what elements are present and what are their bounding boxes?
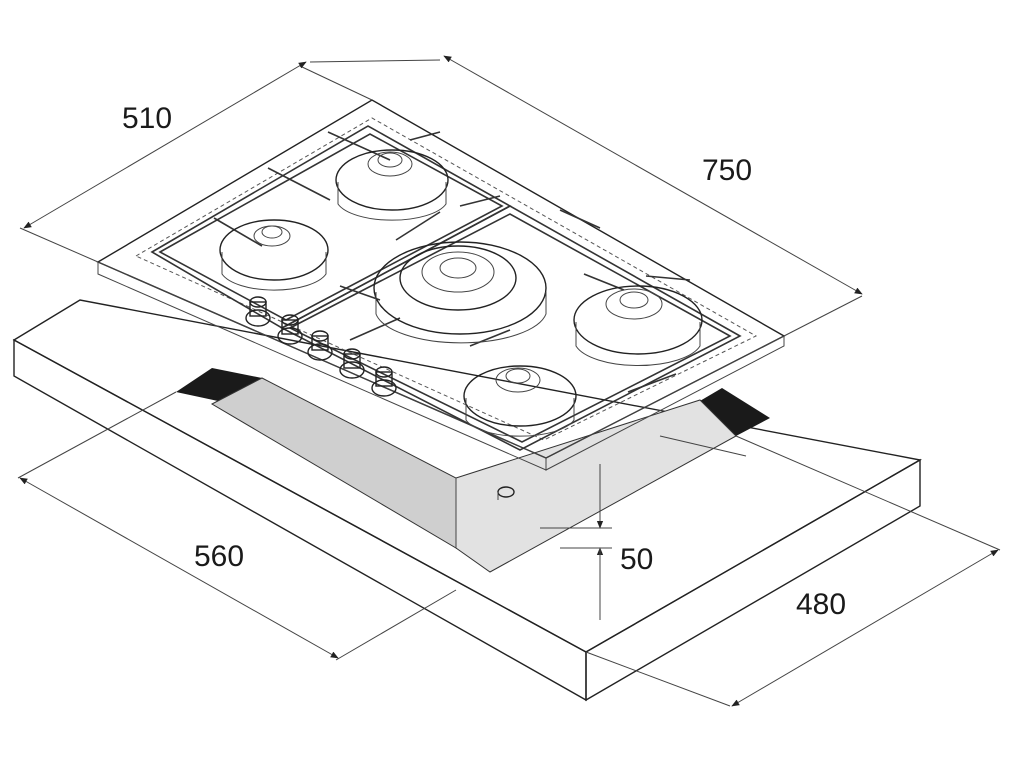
knob-1 [245, 296, 271, 327]
burner-center-wok [373, 241, 547, 344]
dimension-label-hob-depth: 510 [122, 102, 173, 135]
gas-connector [497, 486, 515, 500]
dimension-label-cutout-depth: 480 [796, 588, 847, 621]
knob-3 [307, 330, 333, 361]
burner-right [573, 285, 703, 367]
knob-5 [371, 366, 397, 397]
cutout-shadow-right [688, 388, 770, 436]
cutout-opening [176, 368, 770, 573]
dimension-label-cutout-height: 50 [620, 543, 654, 576]
countertop [12, 299, 922, 702]
knob-4 [339, 348, 365, 379]
burner-front [463, 365, 577, 437]
dimension-label-cutout-width: 560 [194, 540, 245, 573]
knob-2 [277, 314, 303, 345]
dimension-lines [17, 55, 1001, 707]
burner-back-left [219, 219, 329, 291]
control-knobs [245, 296, 397, 397]
cutout-inner-wall [210, 377, 457, 549]
dimension-label-hob-width: 750 [702, 154, 753, 187]
burner-back-center [335, 149, 449, 221]
